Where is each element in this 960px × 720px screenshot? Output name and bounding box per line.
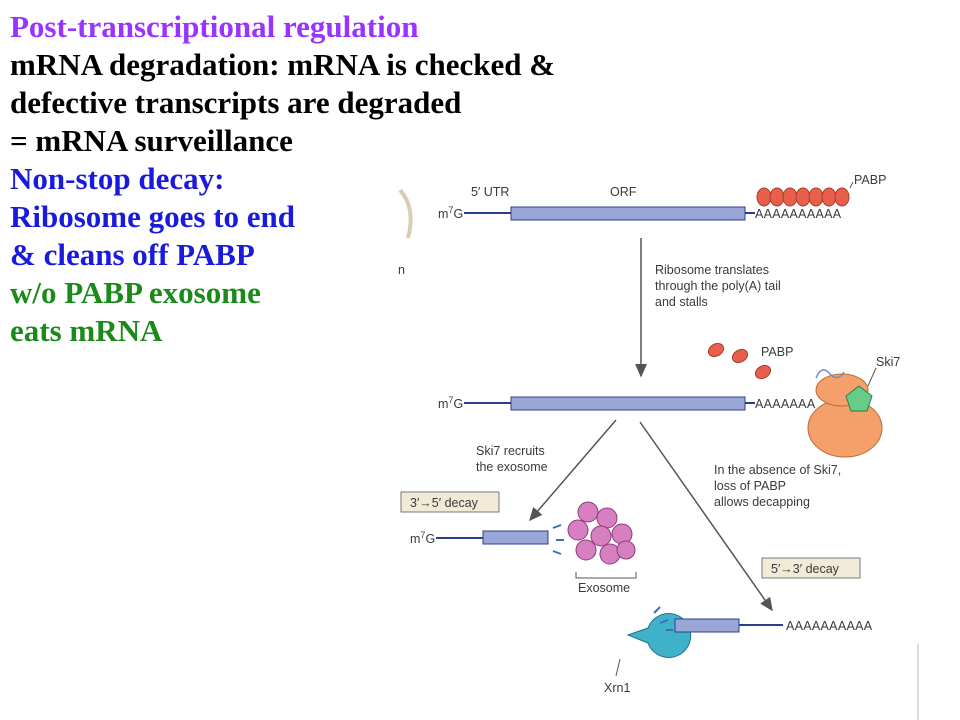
polya-tail-xrn1-row: AAAAAAAAAA: [786, 619, 873, 633]
outcome-line-1: w/o PABP exosome: [10, 275, 261, 310]
decay-5to3-label: 5′→3′ decay: [771, 562, 840, 576]
released-pabp-proteins: [707, 342, 772, 380]
exosome-label: Exosome: [578, 581, 630, 595]
polya-tail-row1: AAAAAAAAAA: [755, 207, 842, 221]
stalled-ribosome: [807, 373, 883, 458]
utr-label: 5′ UTR: [471, 185, 509, 199]
pabp-pointer-row1: [849, 181, 854, 189]
degradation-dashes-3prime: [552, 524, 564, 555]
polya-tail-row2: AAAAAAA: [755, 397, 816, 411]
decay-3to5-box: [400, 491, 500, 513]
edge-fragment-letter: n: [398, 263, 405, 277]
subheading-nonstop-decay: Non-stop decay:: [10, 161, 225, 196]
orf-bar-row2: [510, 396, 746, 411]
absence-text-3: allows decapping: [714, 495, 810, 509]
outcome-line-2: eats mRNA: [10, 313, 163, 348]
edge-fragment-curve: [398, 188, 413, 239]
step1-text-3: and stalls: [655, 295, 708, 309]
cap-label-exosome-row: m7G: [410, 530, 435, 546]
cap-label-row2: m7G: [438, 395, 463, 411]
absence-text-2: loss of PABP: [714, 479, 786, 493]
ski7-pentagon: [845, 385, 873, 412]
ski7-label: Ski7: [876, 355, 900, 369]
definition-line-1: mRNA degradation: mRNA is checked &: [10, 47, 556, 82]
arrow-to-xrn1: [639, 421, 773, 612]
step1-text-1: Ribosome translates: [655, 263, 769, 277]
pabp-label-released: PABP: [761, 345, 793, 359]
pabp-bound-cluster: [756, 187, 850, 207]
arrow-to-exosome: [529, 419, 617, 522]
definition-line-2: defective transcripts are degraded: [10, 85, 462, 120]
definition-line-3: = mRNA surveillance: [10, 123, 293, 158]
slide-title: Post-transcriptional regulation: [10, 9, 419, 44]
orf-bar-row1: [510, 206, 746, 221]
orf-fragment-xrn1-row: [674, 618, 740, 633]
cap-label-row1: m7G: [438, 205, 463, 221]
decay-3to5-label: 3′→5′ decay: [410, 496, 479, 510]
ski7-pointer: [867, 367, 877, 387]
orf-fragment-exosome-row: [482, 530, 549, 545]
slide-text-block: Post-transcriptional regulation mRNA deg…: [10, 8, 710, 350]
absence-text-1: In the absence of Ski7,: [714, 463, 841, 477]
mechanism-line-2: & cleans off PABP: [10, 237, 255, 272]
decay-5to3-box: [761, 557, 861, 579]
pabp-label-row1: PABP: [854, 173, 886, 187]
xrn1-label: Xrn1: [604, 681, 630, 695]
orf-label: ORF: [610, 185, 637, 199]
exosome-complex: [567, 501, 636, 565]
ski7-recruit-text-1: Ski7 recruits: [476, 444, 545, 458]
xrn1-pointer: [615, 658, 621, 677]
ribosome-exit-strand: [815, 369, 845, 379]
ski7-recruit-text-2: the exosome: [476, 460, 548, 474]
step1-text-2: through the poly(A) tail: [655, 279, 781, 293]
exosome-bracket: [575, 572, 637, 579]
degradation-dashes-5prime: [653, 606, 673, 631]
nonstop-decay-diagram: n m7G 5′ UTR ORF AAAAAAAAAA PABP Ribosom…: [398, 173, 919, 720]
mechanism-line-1: Ribosome goes to end: [10, 199, 296, 234]
